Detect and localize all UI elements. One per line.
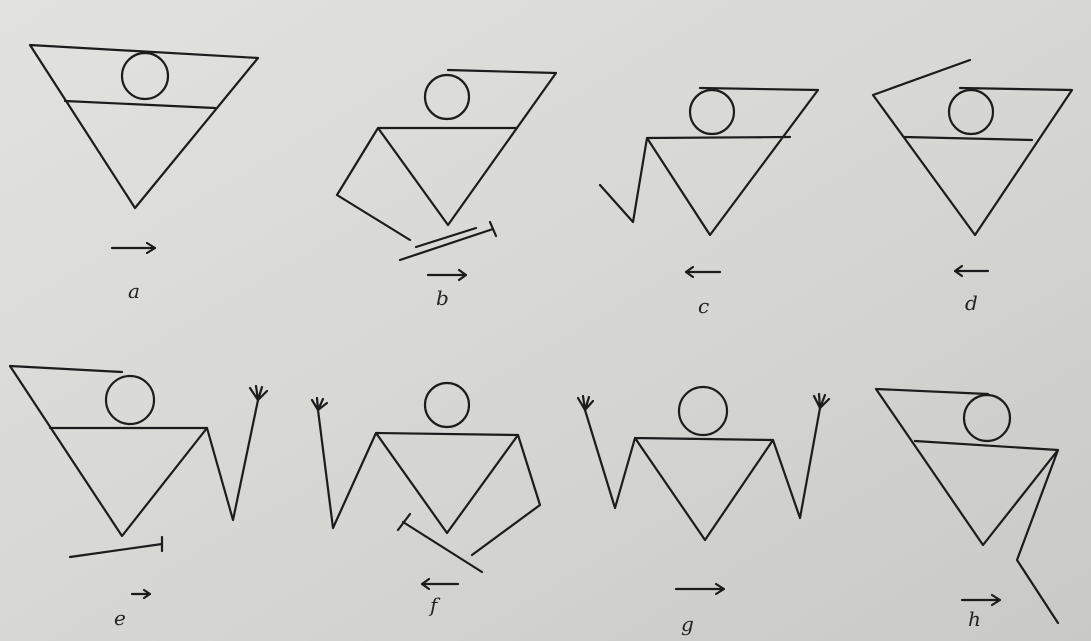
figure-e-arrow (130, 588, 152, 600)
figure-a-body (28, 43, 260, 210)
figure-a: a (28, 43, 260, 303)
figure-e-body (8, 364, 260, 538)
figure-g: g (576, 385, 831, 636)
figure-a-head (120, 51, 170, 101)
figure-a-arrow (110, 241, 157, 255)
figure-h: h (874, 387, 1060, 631)
figure-c: c (598, 86, 820, 318)
figure-b: b (335, 68, 558, 310)
figure-c-arrow (684, 265, 722, 279)
figure-b-head (423, 73, 471, 121)
figure-h-head (962, 393, 1012, 443)
figure-c-head (688, 88, 736, 136)
figure-f: f (310, 381, 542, 617)
figure-d-arrow (953, 264, 990, 278)
figure-d-label: d (965, 291, 978, 315)
figure-f-stick (396, 512, 484, 574)
figure-d: d (871, 58, 1074, 315)
figure-b-label: b (436, 286, 449, 310)
figure-f-head (423, 381, 471, 429)
figure-e-head (104, 374, 156, 426)
figure-g-label: g (681, 612, 694, 636)
figure-c-label: c (698, 294, 709, 318)
figure-d-body (871, 58, 1074, 237)
figure-e-hand (248, 384, 269, 402)
figure-a-label: a (128, 279, 140, 303)
figure-f-arrow (420, 577, 460, 591)
figure-h-body (874, 387, 1060, 625)
figure-f-body (316, 408, 542, 557)
figure-g-right-hand (812, 392, 831, 410)
figure-b-body (335, 68, 558, 242)
figure-e-stick (68, 535, 164, 559)
figure-f-hand (310, 396, 329, 412)
figure-h-label: h (968, 607, 981, 631)
figure-h-arrow (960, 593, 1002, 607)
figure-d-head (947, 88, 995, 136)
figure-b-stick (398, 220, 498, 262)
figure-g-arrow (674, 582, 726, 596)
figure-c-body (598, 86, 820, 237)
figure-b-arrow (426, 268, 468, 282)
figure-g-head (677, 385, 729, 437)
figure-e-label: e (114, 606, 126, 630)
figure-e: e (8, 364, 269, 630)
figure-g-body (583, 406, 822, 542)
figure-g-left-hand (576, 394, 595, 412)
